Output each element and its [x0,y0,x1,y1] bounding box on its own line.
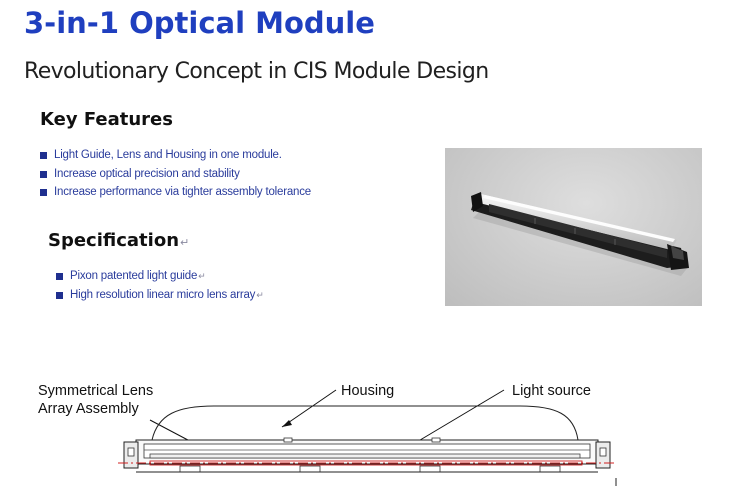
key-features-list: Light Guide, Lens and Housing in one mod… [40,146,311,202]
key-features-heading: Key Features [40,109,173,130]
list-item: Pixon patented light guide↵ [56,267,264,286]
square-bullet-icon [56,291,63,299]
list-item-text: Light Guide, Lens and Housing in one mod… [54,149,282,161]
key-features-heading-text: Key Features [40,109,173,130]
square-bullet-icon [56,273,63,280]
list-item: Increase optical precision and stability [40,165,311,184]
lens-array-label: Symmetrical Lens Array Assembly [38,382,153,418]
light-guide-bar [149,453,581,459]
product-photo [445,148,702,306]
lens-array-strip [149,460,583,466]
specification-heading: Specification↵ [48,230,189,251]
housing-outline [151,405,579,441]
list-item-text: High resolution linear micro lens array [70,288,256,301]
list-item: High resolution linear micro lens array↵ [56,286,264,305]
light-source-label: Light source [512,383,591,399]
list-item: Increase performance via tighter assembl… [40,183,311,202]
page-title: 3-in-1 Optical Module [24,6,375,40]
paragraph-return-icon: ↵ [180,236,190,249]
square-bullet-icon [40,152,47,159]
cross-section-diagram [118,389,617,486]
lens-array-label-line2: Array Assembly [38,401,139,417]
specification-heading-text: Specification [48,230,180,251]
paragraph-return-icon: ↵ [256,289,264,300]
housing-label: Housing [341,383,395,399]
square-bullet-icon [40,189,47,196]
page-subtitle: Revolutionary Concept in CIS Module Desi… [24,59,489,84]
square-bullet-icon [40,170,47,178]
housing-leader-line [281,389,337,428]
list-item-text: Increase optical precision and stability [54,167,240,180]
paragraph-return-icon: ↵ [198,271,206,281]
list-item-text: Increase performance via tighter assembl… [54,186,311,198]
housing-leader-arrow [282,420,292,427]
optical-module-image [471,192,689,276]
list-item: Light Guide, Lens and Housing in one mod… [40,146,311,165]
list-item-text: Pixon patented light guide [70,270,198,282]
lens-array-label-line1: Symmetrical Lens [38,383,154,399]
specification-list: Pixon patented light guide↵ High resolut… [56,267,264,304]
